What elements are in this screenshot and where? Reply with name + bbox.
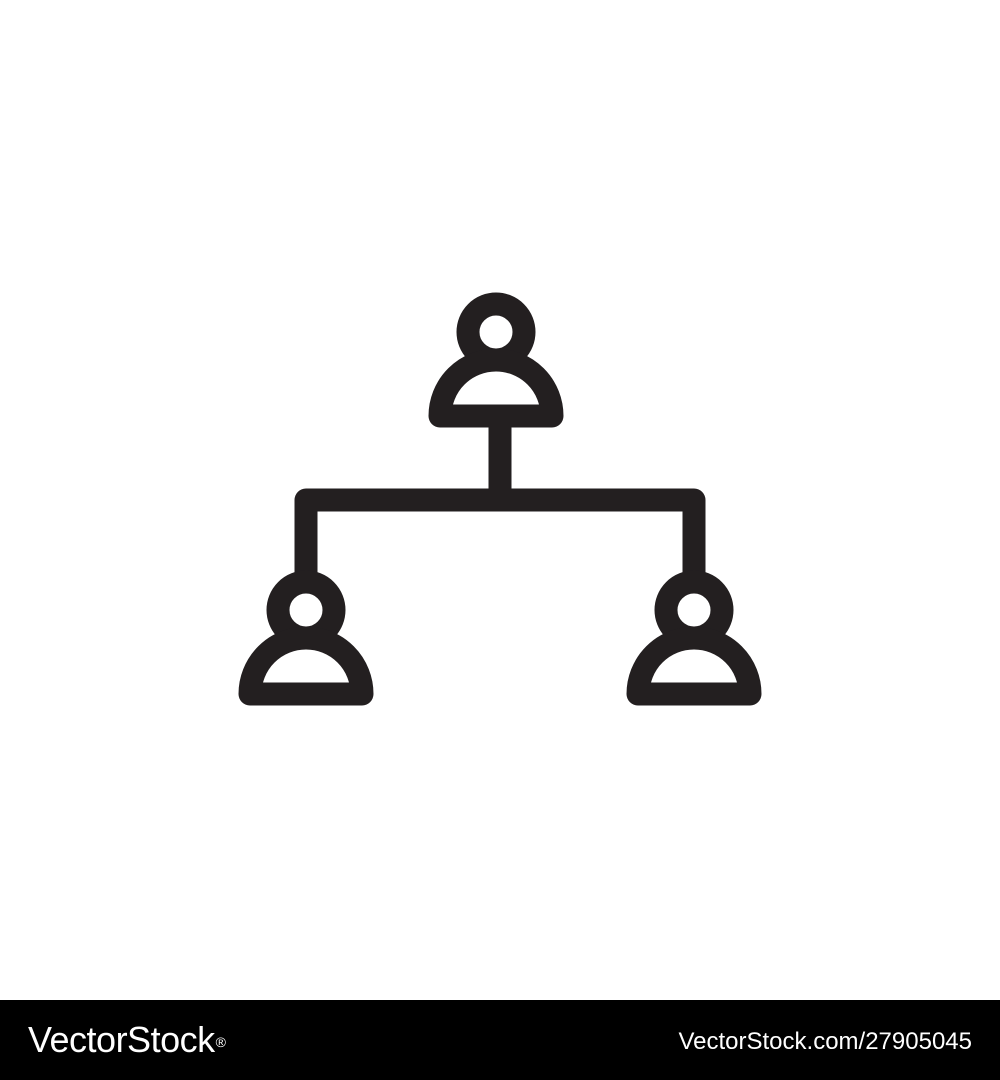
brand-logo: VectorStock® (28, 1018, 226, 1062)
brand-name: VectorStock (28, 1019, 215, 1060)
left-person-icon (238, 570, 374, 706)
connector-lines (294, 416, 706, 586)
brand-registered-mark: ® (215, 1034, 226, 1050)
watermark-footer: VectorStock® VectorStock.com/27905045 (0, 1000, 1000, 1080)
image-reference: VectorStock.com/27905045 (678, 1028, 972, 1055)
org-chart-icon (238, 292, 762, 706)
icon-canvas (238, 292, 762, 706)
top-person-icon (428, 292, 564, 428)
right-person-icon (626, 570, 762, 706)
